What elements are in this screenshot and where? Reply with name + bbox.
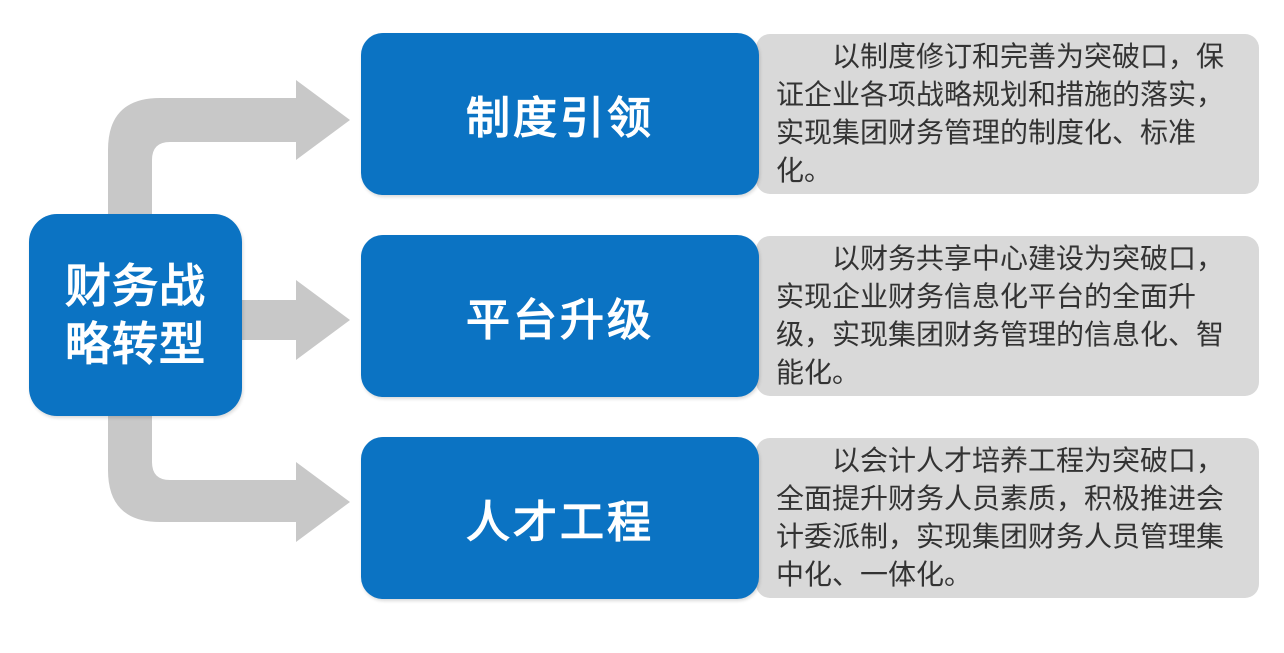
center-node: 财务战略转型 xyxy=(29,214,242,416)
branch-3-description: 以会计人才培养工程为突破口，全面提升财务人员素质，积极推进会计委派制，实现集团财… xyxy=(756,438,1259,598)
arrow-to-branch-1 xyxy=(108,80,350,230)
branch-3-title: 人才工程 xyxy=(466,497,654,548)
branch-2-title-box: 平台升级 xyxy=(361,235,759,397)
branch-1-title: 制度引领 xyxy=(466,93,654,144)
branch-3-title-box: 人才工程 xyxy=(361,437,759,599)
branch-1-title-box: 制度引领 xyxy=(361,33,759,195)
arrow-to-branch-2 xyxy=(240,280,350,360)
arrow-to-branch-3 xyxy=(108,400,350,542)
branch-1-description: 以制度修订和完善为突破口，保证企业各项战略规划和措施的落实，实现集团财务管理的制… xyxy=(756,34,1259,194)
branch-2-title: 平台升级 xyxy=(466,295,654,346)
center-title: 财务战略转型 xyxy=(65,259,206,371)
branch-2-description: 以财务共享中心建设为突破口，实现企业财务信息化平台的全面升级，实现集团财务管理的… xyxy=(756,236,1259,396)
